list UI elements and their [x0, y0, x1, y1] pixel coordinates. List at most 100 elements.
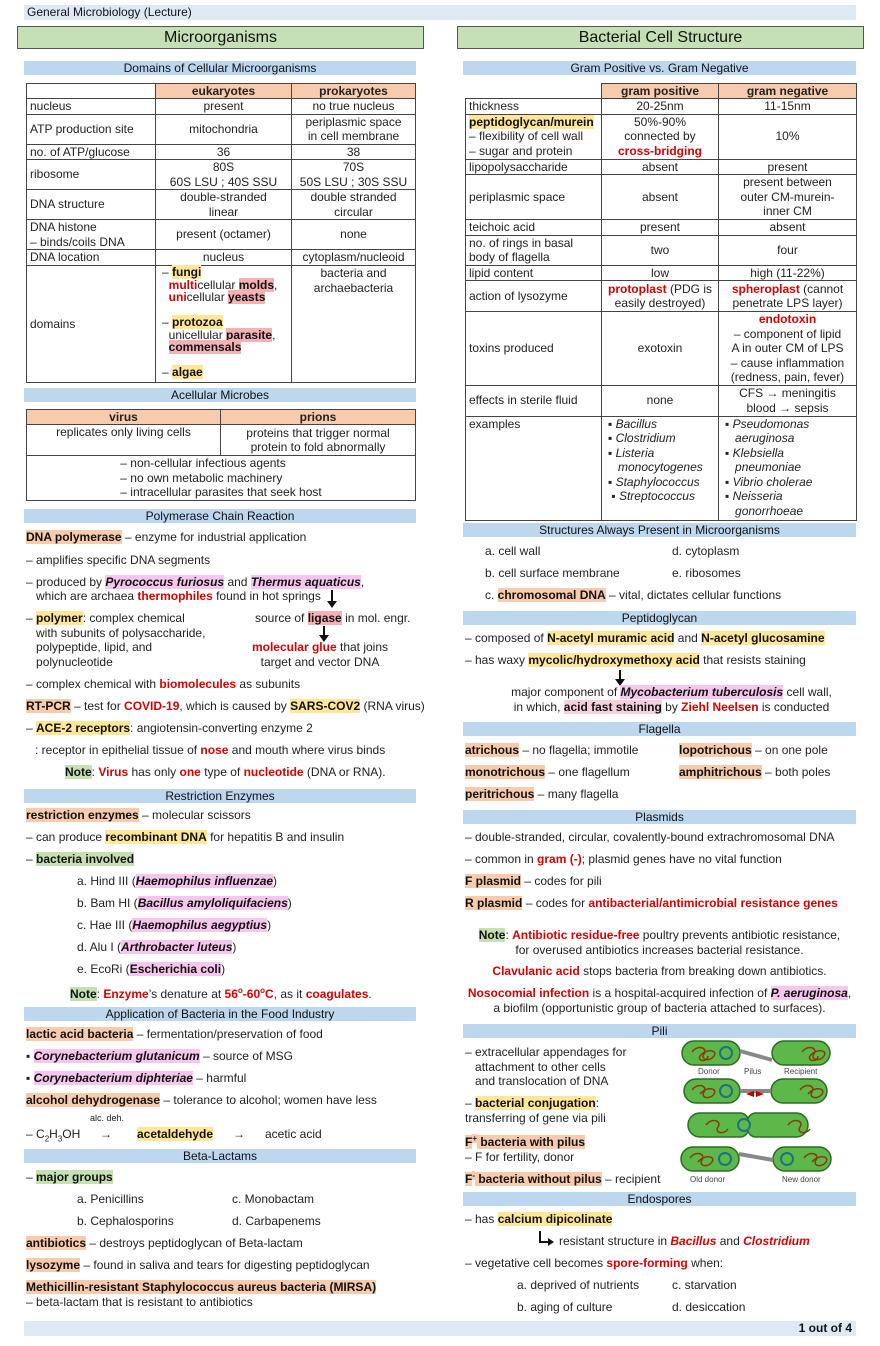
highlighted-term: alcohol dehydrogenase — [26, 1093, 161, 1107]
pcr-line: DNA polymerase – enzyme for industrial a… — [26, 530, 306, 545]
text: – both poles — [761, 765, 831, 779]
list-item: a. Hind III (Haemophilus influenzae) — [77, 874, 277, 889]
text: has only — [128, 765, 180, 779]
figure-label: New donor — [782, 1175, 821, 1184]
text: – fermentation/preservation of food — [133, 1027, 323, 1041]
highlighted-term: peritrichous — [465, 787, 535, 801]
column-header: prions — [220, 409, 416, 425]
text: ▪ — [608, 416, 616, 431]
text: – F for fertility, donor — [465, 1149, 575, 1164]
text: – vital, dictates cellular functions — [605, 588, 782, 602]
text: DNA location — [30, 250, 100, 265]
text: – harmful — [192, 1071, 247, 1085]
highlighted-term: protozoa — [172, 315, 223, 329]
list-item: c. Hae III (Haemophilus aegyptius) — [77, 918, 271, 933]
text: absent — [641, 159, 679, 174]
virus-cell: replicates only living cells — [26, 424, 221, 456]
chromosomal-dna — [799, 1084, 824, 1099]
pili-line: F- bacteria without pilus – recipient — [465, 1169, 660, 1187]
superscript: o — [260, 986, 266, 995]
f-plasmid — [719, 1084, 733, 1098]
figure-label: Donor — [698, 1067, 720, 1076]
text: ▪ — [26, 1071, 34, 1085]
text: a. Hind III ( — [77, 874, 136, 888]
text: 36 — [216, 144, 231, 159]
text: periplasmic space in cell membrane — [305, 114, 402, 144]
emphasis-text: biomolecules — [159, 677, 237, 691]
f-plasmid — [780, 1152, 794, 1166]
chromosomal-dna — [691, 1084, 716, 1099]
text: – many flagella — [534, 787, 619, 801]
emphasis-text: -60 — [242, 987, 261, 1001]
arrow-right-icon: → — [100, 1127, 112, 1141]
row-label: lipid content — [465, 264, 602, 281]
text: none — [340, 227, 367, 242]
highlighted-term: parasite — [226, 327, 273, 342]
text: ▪ — [725, 416, 733, 431]
clavulanic-note: Clavulanic acid stops bacteria from brea… — [463, 964, 856, 979]
subsection-flagella: Flagella — [463, 722, 856, 736]
row-label: peptidoglycan/murein – flexibility of ce… — [465, 113, 602, 160]
text: – — [26, 1170, 37, 1184]
species-name: Bacillus — [615, 416, 657, 431]
chromosomal-dna — [705, 1119, 729, 1134]
text: – on one pole — [751, 743, 828, 757]
peptidoglycan-line: – has waxy mycolic/hydroxymethoxy acid t… — [465, 653, 806, 668]
text: cytoplasm/nucleoid — [302, 250, 405, 265]
figure-label: Old donor — [690, 1175, 725, 1184]
row-label: lipopolysaccharide — [465, 158, 602, 175]
text: OH — [62, 1127, 81, 1141]
text: source of — [255, 611, 308, 625]
text: – flexibility of cell wall – sugar and p… — [469, 129, 584, 158]
emphasis-text: gram (-) — [537, 852, 582, 866]
row-label: effects in sterile fluid — [465, 384, 602, 417]
text: – C — [26, 1127, 45, 1141]
flagella-type: lopotrichous – on one pole — [679, 743, 828, 758]
text: c. Hae III ( — [77, 918, 133, 932]
table-cell: cytoplasm/nucleoid — [291, 249, 416, 266]
recipient-cell — [771, 1040, 831, 1066]
highlighted-term: SARS-COV2 — [290, 699, 361, 713]
pilus — [738, 1152, 774, 1162]
table-cell: two — [601, 234, 719, 266]
text: (DNA or RNA). — [303, 765, 386, 779]
pcr-line: : receptor in epithelial tissue of nose … — [35, 743, 385, 758]
highlighted-term: acetaldehyde — [137, 1127, 214, 1141]
list-item: e. EcoRi (Escherichia coli) — [77, 962, 225, 977]
pili-line: – bacterial conjugation: transferring of… — [465, 1096, 606, 1125]
restriction-note: Note: Enzyme’s denature at 56o-60oC, as … — [70, 984, 372, 1002]
emphasis-text: Antibiotic residue-free — [512, 928, 640, 942]
f-plasmid — [737, 1118, 751, 1132]
text: ) — [287, 896, 292, 910]
text: c. — [485, 588, 498, 602]
text: high (11-22%) — [750, 265, 825, 280]
emphasis-text: uni — [168, 290, 187, 304]
flagella-type: monotrichous – one flagellum — [465, 765, 630, 780]
text: exotoxin — [637, 341, 683, 355]
text: – enzyme for industrial application — [121, 530, 307, 544]
text: – one flagellum — [545, 765, 630, 779]
subsection-beta-lactams: Beta-Lactams — [24, 1149, 416, 1163]
table-cell: double-stranded linear — [155, 189, 292, 220]
table-cell: CFS → meningitis blood → sepsis — [718, 384, 857, 417]
emphasis-text: spore-forming — [606, 1256, 688, 1270]
chromosomal-dna — [801, 1046, 826, 1062]
text: present — [639, 220, 681, 234]
text: examples — [469, 416, 521, 431]
species-name: pneumoniae — [735, 460, 802, 474]
highlighted-term: lopotrichous — [679, 743, 752, 757]
food-line: ▪ Corynebacterium diphteriae – harmful — [26, 1071, 246, 1086]
pilus — [739, 1049, 773, 1062]
text: ▪ — [611, 489, 616, 503]
document-header: General Microbiology (Lecture) — [24, 5, 856, 20]
text: ’s denature at — [148, 987, 225, 1001]
text: , as it — [273, 987, 306, 1001]
highlighted-term: monotrichous — [465, 765, 545, 779]
text — [608, 460, 618, 474]
